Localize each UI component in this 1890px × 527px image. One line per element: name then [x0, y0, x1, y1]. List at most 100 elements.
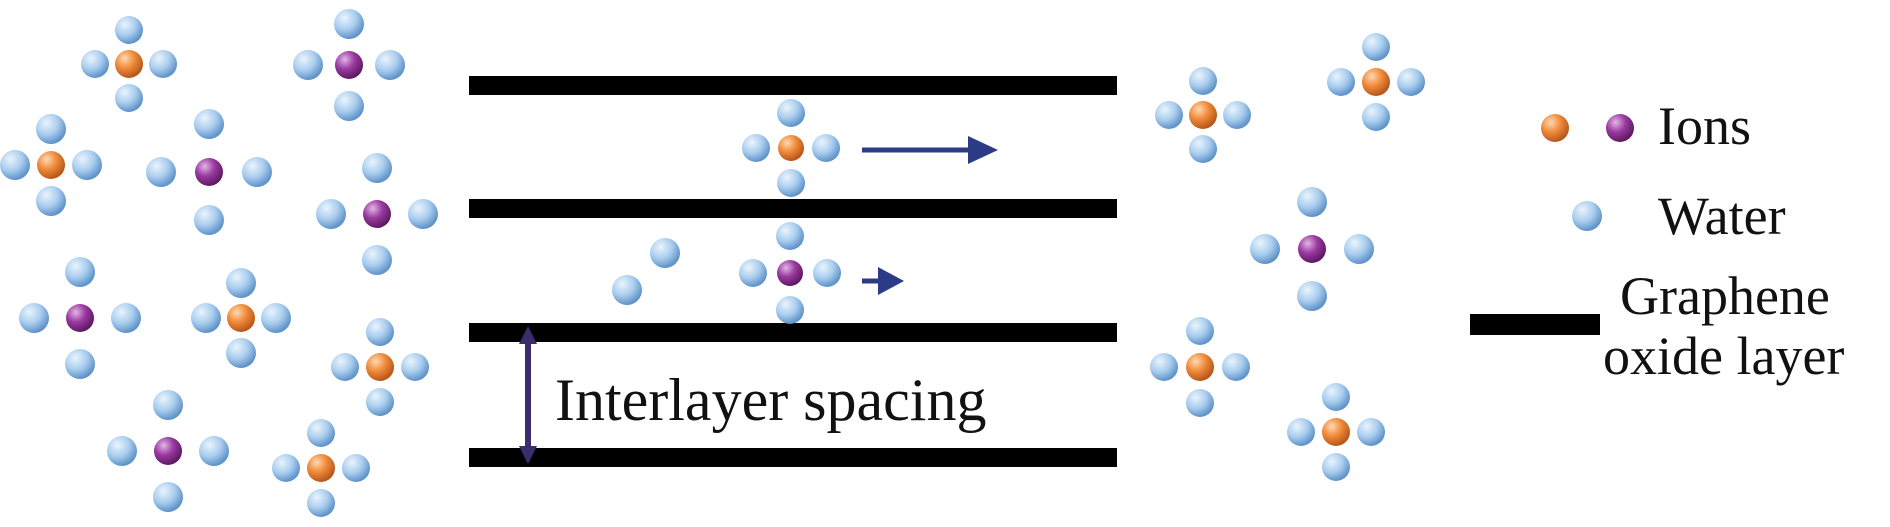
- graphene-layer-3: [469, 323, 1117, 342]
- water-molecule: [36, 186, 66, 216]
- water-molecule: [1150, 353, 1178, 381]
- water-molecule: [194, 109, 224, 139]
- graphene-layer-4: [469, 448, 1117, 467]
- molecules-group: [0, 9, 1425, 517]
- water-molecule: [362, 153, 392, 183]
- legend-ions-entry: Ions: [1541, 96, 1751, 156]
- water-molecule: [1362, 33, 1390, 61]
- water-molecule: [65, 349, 95, 379]
- water-molecule: [1322, 383, 1350, 411]
- graphene-oxide-layers: [469, 76, 1117, 467]
- ion-purple: [1298, 235, 1326, 263]
- water-molecule: [242, 157, 272, 187]
- water-molecule: [1362, 103, 1390, 131]
- water-molecule: [334, 91, 364, 121]
- ion-orange: [227, 304, 255, 332]
- water-molecule: [153, 390, 183, 420]
- legend-graphene-label-line2: oxide layer: [1603, 326, 1844, 386]
- interlayer-spacing-arrow: [519, 326, 537, 464]
- ion-orange: [1189, 101, 1217, 129]
- legend-graphene-swatch: [1470, 314, 1600, 335]
- water-molecule: [813, 259, 841, 287]
- water-molecule: [226, 338, 256, 368]
- ion-purple: [66, 304, 94, 332]
- water-molecule: [65, 257, 95, 287]
- water-molecule: [199, 436, 229, 466]
- graphene-layer-1: [469, 76, 1117, 95]
- ion-orange: [307, 454, 335, 482]
- water-molecule: [408, 199, 438, 229]
- ion-purple: [777, 260, 803, 286]
- legend-water-icon: [1572, 201, 1602, 231]
- legend-graphene-entry: Graphene oxide layer: [1470, 266, 1844, 386]
- ion-flow-arrow-long: [862, 136, 998, 164]
- ion-purple: [195, 158, 223, 186]
- water-molecule: [0, 150, 30, 180]
- water-molecule: [777, 99, 805, 127]
- interlayer-spacing-label: Interlayer spacing: [555, 367, 986, 433]
- water-molecule: [1287, 418, 1315, 446]
- water-molecule: [1322, 453, 1350, 481]
- water-molecule: [1189, 135, 1217, 163]
- water-molecule: [812, 134, 840, 162]
- water-molecule: [1297, 281, 1327, 311]
- legend-ions-label: Ions: [1658, 96, 1751, 156]
- water-molecule: [261, 303, 291, 333]
- water-molecule: [107, 436, 137, 466]
- water-molecule: [1223, 101, 1251, 129]
- water-molecule: [1297, 187, 1327, 217]
- water-molecule: [366, 388, 394, 416]
- water-molecule: [1189, 67, 1217, 95]
- water-molecule: [1397, 68, 1425, 96]
- water-molecule: [776, 222, 804, 250]
- ion-purple: [363, 200, 391, 228]
- water-molecule: [1327, 68, 1355, 96]
- water-molecule: [1155, 101, 1183, 129]
- water-molecule: [293, 50, 323, 80]
- ion-orange: [1322, 418, 1350, 446]
- water-molecule: [1344, 234, 1374, 264]
- water-molecule: [1222, 353, 1250, 381]
- water-molecule: [307, 489, 335, 517]
- ion-orange: [1362, 68, 1390, 96]
- water-molecule: [777, 169, 805, 197]
- ion-orange: [37, 151, 65, 179]
- water-molecule: [612, 275, 642, 305]
- legend: Ions Water Graphene oxide layer: [1470, 96, 1844, 386]
- water-molecule: [342, 454, 370, 482]
- legend-graphene-label-line1: Graphene: [1620, 266, 1830, 326]
- water-molecule: [1357, 418, 1385, 446]
- water-molecule: [272, 454, 300, 482]
- water-molecule: [331, 353, 359, 381]
- water-molecule: [362, 245, 392, 275]
- water-molecule: [334, 9, 364, 39]
- ion-purple: [154, 437, 182, 465]
- water-molecule: [739, 259, 767, 287]
- legend-ion-orange-icon: [1541, 114, 1569, 142]
- ion-orange: [778, 135, 804, 161]
- water-molecule: [149, 50, 177, 78]
- water-molecule: [1186, 317, 1214, 345]
- water-molecule: [226, 268, 256, 298]
- ion-orange: [115, 50, 143, 78]
- water-molecule: [19, 303, 49, 333]
- water-molecule: [115, 16, 143, 44]
- water-molecule: [72, 150, 102, 180]
- water-molecule: [36, 114, 66, 144]
- water-molecule: [115, 84, 143, 112]
- legend-water-label: Water: [1658, 186, 1786, 246]
- ion-purple: [335, 51, 363, 79]
- water-molecule: [316, 199, 346, 229]
- water-molecule: [153, 482, 183, 512]
- water-molecule: [194, 205, 224, 235]
- flow-arrows: [862, 136, 998, 295]
- water-molecule: [366, 318, 394, 346]
- legend-water-entry: Water: [1572, 186, 1786, 246]
- legend-ion-purple-icon: [1606, 114, 1634, 142]
- water-molecule: [1250, 234, 1280, 264]
- water-molecule: [146, 157, 176, 187]
- ion-orange: [1186, 353, 1214, 381]
- water-molecule: [742, 134, 770, 162]
- water-molecule: [191, 303, 221, 333]
